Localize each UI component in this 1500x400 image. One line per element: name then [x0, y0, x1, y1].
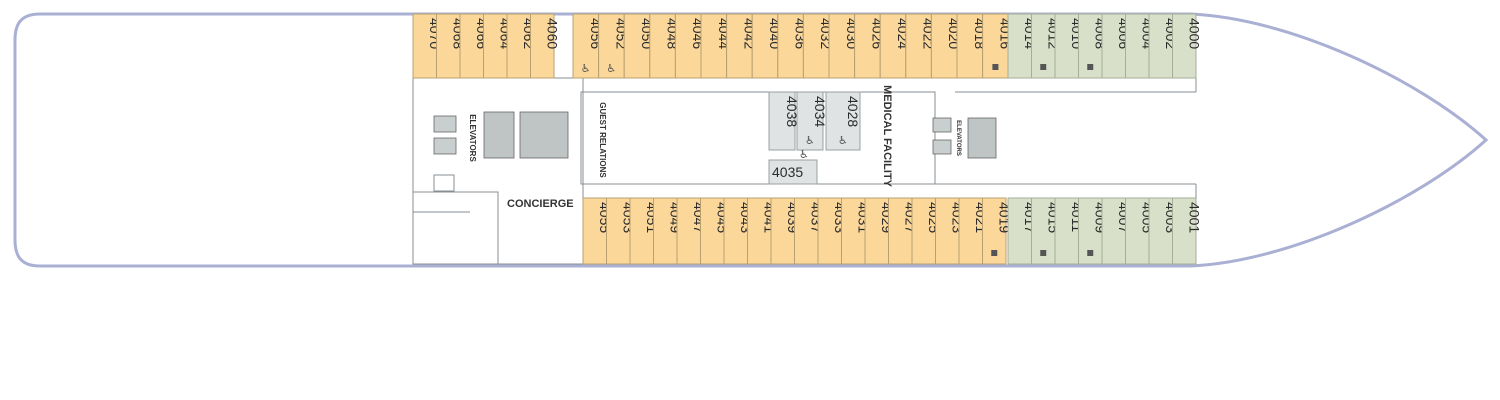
elevator-icon [932, 139, 952, 155]
cabin-box[interactable] [828, 13, 856, 79]
cabin-4025[interactable]: 4025 [911, 197, 942, 265]
guest-relations-room [580, 91, 936, 185]
cabin-box[interactable] [1172, 197, 1197, 265]
accessible-icon: ♿ [606, 62, 616, 75]
cabin-number: 4028 [845, 96, 861, 127]
elevator-icon [433, 137, 457, 155]
cabin-box[interactable] [956, 13, 984, 79]
cabin-number: 4035 [772, 164, 803, 180]
cabin-box[interactable] [879, 13, 907, 79]
elevators-aft-label: ELEVATORS [468, 114, 477, 162]
connecting-room-icon [1087, 250, 1094, 256]
inner-rooms: 4038 4034 ♿ 4028 ♿ 4035 ♿ [768, 91, 861, 185]
cabin-box[interactable] [572, 13, 600, 79]
connecting-room-icon [1040, 64, 1047, 70]
elevators-aft-group [433, 111, 569, 192]
accessible-icon: ♿ [799, 148, 809, 161]
cabin-box[interactable] [905, 13, 932, 79]
cabin-box[interactable] [1172, 13, 1197, 79]
connecting-room-icon [1087, 64, 1094, 70]
connecting-room-icon [991, 250, 998, 256]
cabin-box[interactable] [930, 13, 958, 79]
cabin-4045[interactable]: 4045 [700, 197, 731, 265]
cabin-4052[interactable]: 4052♿ [598, 13, 630, 79]
cabin-4060[interactable]: 4060 [530, 13, 561, 79]
cabin-number: 4038 [784, 96, 800, 127]
medical-facility-label: MEDICAL FACILITY [881, 85, 893, 188]
cabin-box[interactable] [982, 197, 1007, 265]
elevator-icon [433, 115, 457, 133]
connecting-room-icon [1040, 250, 1047, 256]
cabin-4038[interactable]: 4038 [768, 91, 800, 151]
cabin-4042[interactable]: 4042 [726, 13, 758, 79]
cabin-box[interactable] [530, 13, 555, 79]
cabin-box[interactable] [700, 13, 728, 79]
cabin-4035[interactable]: 4035 ♿ [768, 148, 818, 185]
cabin-4000[interactable]: 4000 [1172, 13, 1203, 79]
cabin-box[interactable] [649, 13, 676, 79]
cabin-4028[interactable]: 4028 ♿ [825, 91, 861, 151]
accessible-icon: ♿ [581, 62, 591, 75]
cabin-number: 4001 [1186, 202, 1202, 233]
cabin-box[interactable] [777, 13, 804, 79]
stairs-icon [483, 111, 515, 159]
cabin-box[interactable] [802, 13, 830, 79]
cabin-number: 4034 [812, 96, 828, 127]
cabin-box[interactable] [768, 91, 796, 151]
cabin-4034[interactable]: 4034 ♿ [796, 91, 828, 151]
cabin-number: 4060 [544, 18, 560, 49]
cabin-box[interactable] [796, 91, 824, 151]
accessible-icon: ♿ [805, 134, 815, 147]
elevator-icon [932, 117, 952, 133]
accessible-icon: ♿ [838, 134, 848, 147]
cabin-4001[interactable]: 4001 [1172, 197, 1203, 265]
stairs-icon [519, 111, 569, 159]
cabin-box[interactable] [726, 13, 753, 79]
stair-landing [433, 174, 455, 192]
cabin-box[interactable] [825, 91, 861, 151]
cabin-box[interactable] [768, 159, 818, 185]
service-block [412, 191, 499, 265]
cabin-box[interactable] [854, 13, 881, 79]
elevators-fwd-group [932, 117, 997, 159]
stairs-icon [967, 117, 997, 159]
elevators-fwd-label: ELEVATORS [955, 120, 961, 156]
cabin-box[interactable] [751, 13, 779, 79]
guest-relations-label: GUEST RELATIONS [598, 102, 607, 178]
concierge-label: CONCIERGE [507, 198, 574, 210]
connecting-room-icon [992, 64, 999, 70]
cabin-number: 4000 [1186, 18, 1202, 49]
